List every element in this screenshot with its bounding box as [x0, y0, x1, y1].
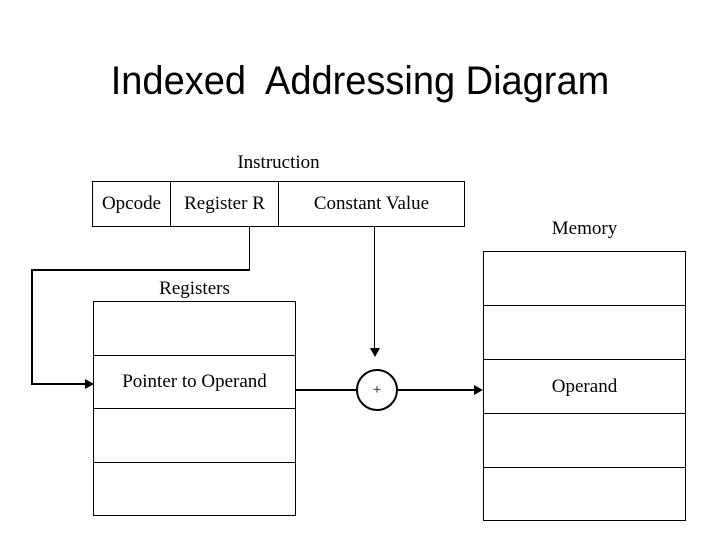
instruction-field-opcode: Opcode [93, 182, 171, 226]
arrowhead-into-registers-icon [85, 379, 94, 389]
instruction-box: Opcode Register R Constant Value [92, 181, 465, 227]
connector-adder-to-memory [398, 389, 476, 391]
connector-pointer-to-adder [296, 389, 358, 391]
page-title: Indexed Addressing Diagram [110, 59, 610, 103]
connector-constant-drop [374, 227, 375, 349]
adder-plus-icon: + [372, 381, 382, 398]
instruction-caption: Instruction [237, 152, 320, 173]
memory-row-operand: Operand [484, 360, 685, 414]
adder-node: + [356, 369, 398, 411]
arrowhead-into-adder-icon [370, 348, 380, 357]
connector-register-into-registers [31, 383, 86, 385]
connector-register-left-run [31, 269, 33, 384]
registers-row [94, 463, 295, 517]
instruction-field-constant: Constant Value [313, 193, 430, 214]
registers-table: Pointer to Operand [93, 301, 296, 516]
registers-row-pointer: Pointer to Operand [94, 356, 295, 409]
arrowhead-into-memory-icon [474, 385, 483, 395]
instruction-field-register: Register R [171, 182, 279, 226]
memory-row [484, 468, 685, 522]
memory-row [484, 306, 685, 360]
memory-caption: Memory [551, 218, 618, 239]
memory-row [484, 414, 685, 468]
registers-row [94, 409, 295, 463]
memory-row [484, 252, 685, 306]
registers-caption: Registers [159, 278, 230, 299]
connector-register-top-run [31, 269, 250, 271]
connector-register-drop [249, 227, 250, 270]
memory-table: Operand [483, 251, 686, 521]
registers-row [94, 302, 295, 356]
